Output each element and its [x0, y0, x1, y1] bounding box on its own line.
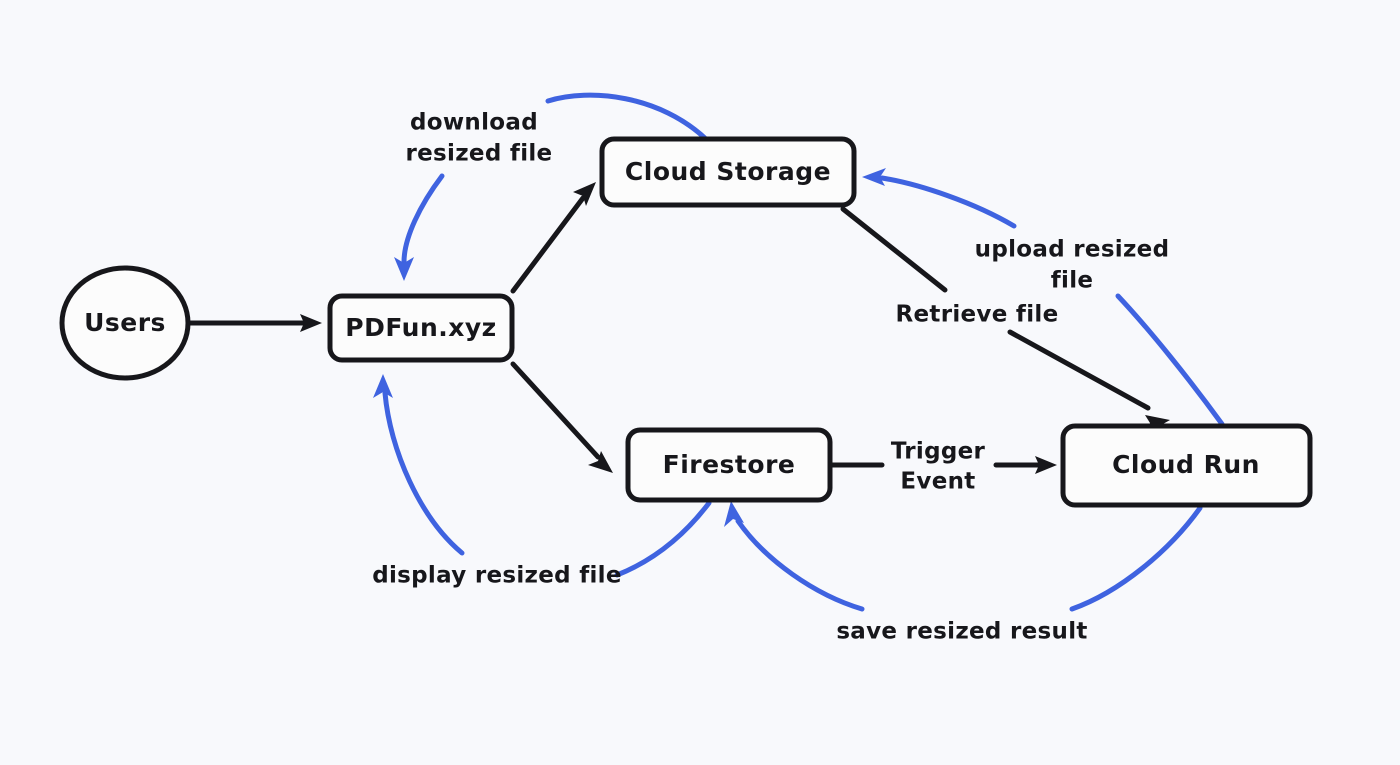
node-cloud-storage[interactable]: Cloud Storage	[599, 136, 857, 208]
edge-firestore-to-pdfun-display: display resized file	[372, 374, 712, 589]
edge-label-download-resized-file-line1: download	[410, 110, 538, 136]
node-label-pdfun-xyz: PDFun.xyz	[345, 313, 496, 342]
node-shape-rect	[1060, 423, 1313, 508]
arrowhead-icon	[573, 182, 596, 206]
edge-line-segment-1	[735, 518, 865, 612]
edge-line-segment-1	[545, 92, 710, 143]
edge-line-segment-2	[1069, 505, 1203, 612]
node-shape-rect	[327, 293, 515, 363]
node-shape-rect	[599, 136, 857, 208]
edge-label-trigger-event-line1: Trigger	[891, 439, 986, 465]
edge-users-to-pdfun	[187, 314, 322, 332]
edge-line-segment-1	[382, 390, 465, 556]
node-label-users: Users	[84, 308, 166, 337]
arrowhead-icon	[394, 257, 414, 281]
edge-line-segment-2	[1115, 293, 1225, 427]
edge-line-segment-2	[614, 500, 712, 578]
node-shape-rect	[625, 427, 833, 503]
edge-label-upload-resized-file-line2: file	[1051, 268, 1094, 294]
arrowhead-icon	[724, 501, 744, 527]
edge-pdfun-to-firestore	[510, 361, 613, 473]
arrowhead-icon	[588, 451, 613, 473]
node-label-firestore: Firestore	[663, 450, 796, 479]
edge-pdfun-to-cloud-storage	[510, 182, 596, 294]
arrowhead-icon	[862, 168, 886, 186]
edge-label-download-resized-file-line2: resized file	[406, 141, 553, 167]
edge-label-trigger-event-line2: Event	[900, 469, 975, 495]
edge-cloud-storage-to-pdfun-download: download resized file	[394, 92, 710, 281]
edge-label-display-resized-file: display resized file	[372, 563, 622, 589]
node-pdfun-xyz[interactable]: PDFun.xyz	[327, 293, 515, 363]
arrowhead-icon	[300, 314, 322, 332]
edge-line	[510, 195, 586, 294]
edge-label-retrieve-file: Retrieve file	[895, 302, 1058, 328]
node-label-cloud-storage: Cloud Storage	[625, 157, 831, 186]
edge-line	[510, 361, 601, 460]
arrowhead-icon	[1035, 456, 1057, 474]
edge-cloud-run-to-firestore-save: save resized result	[724, 501, 1203, 645]
node-shape-ellipse	[59, 265, 191, 381]
edge-label-save-resized-result: save resized result	[836, 619, 1087, 645]
edge-line-segment-1	[879, 175, 1017, 229]
edge-line-segment-2	[1007, 329, 1151, 411]
node-firestore[interactable]: Firestore	[625, 427, 833, 503]
node-label-cloud-run: Cloud Run	[1112, 450, 1260, 479]
node-cloud-run[interactable]: Cloud Run	[1060, 423, 1313, 508]
edge-line-segment-2	[401, 173, 445, 265]
node-users[interactable]: Users	[59, 265, 191, 381]
edge-firestore-to-cloud-run: Trigger Event	[829, 439, 1057, 495]
arrowhead-icon	[373, 374, 393, 398]
edge-line-segment-1	[840, 206, 948, 293]
edge-label-upload-resized-file-line1: upload resized	[975, 237, 1170, 263]
edge-cloud-run-to-cloud-storage-upload: upload resized file	[862, 168, 1225, 427]
